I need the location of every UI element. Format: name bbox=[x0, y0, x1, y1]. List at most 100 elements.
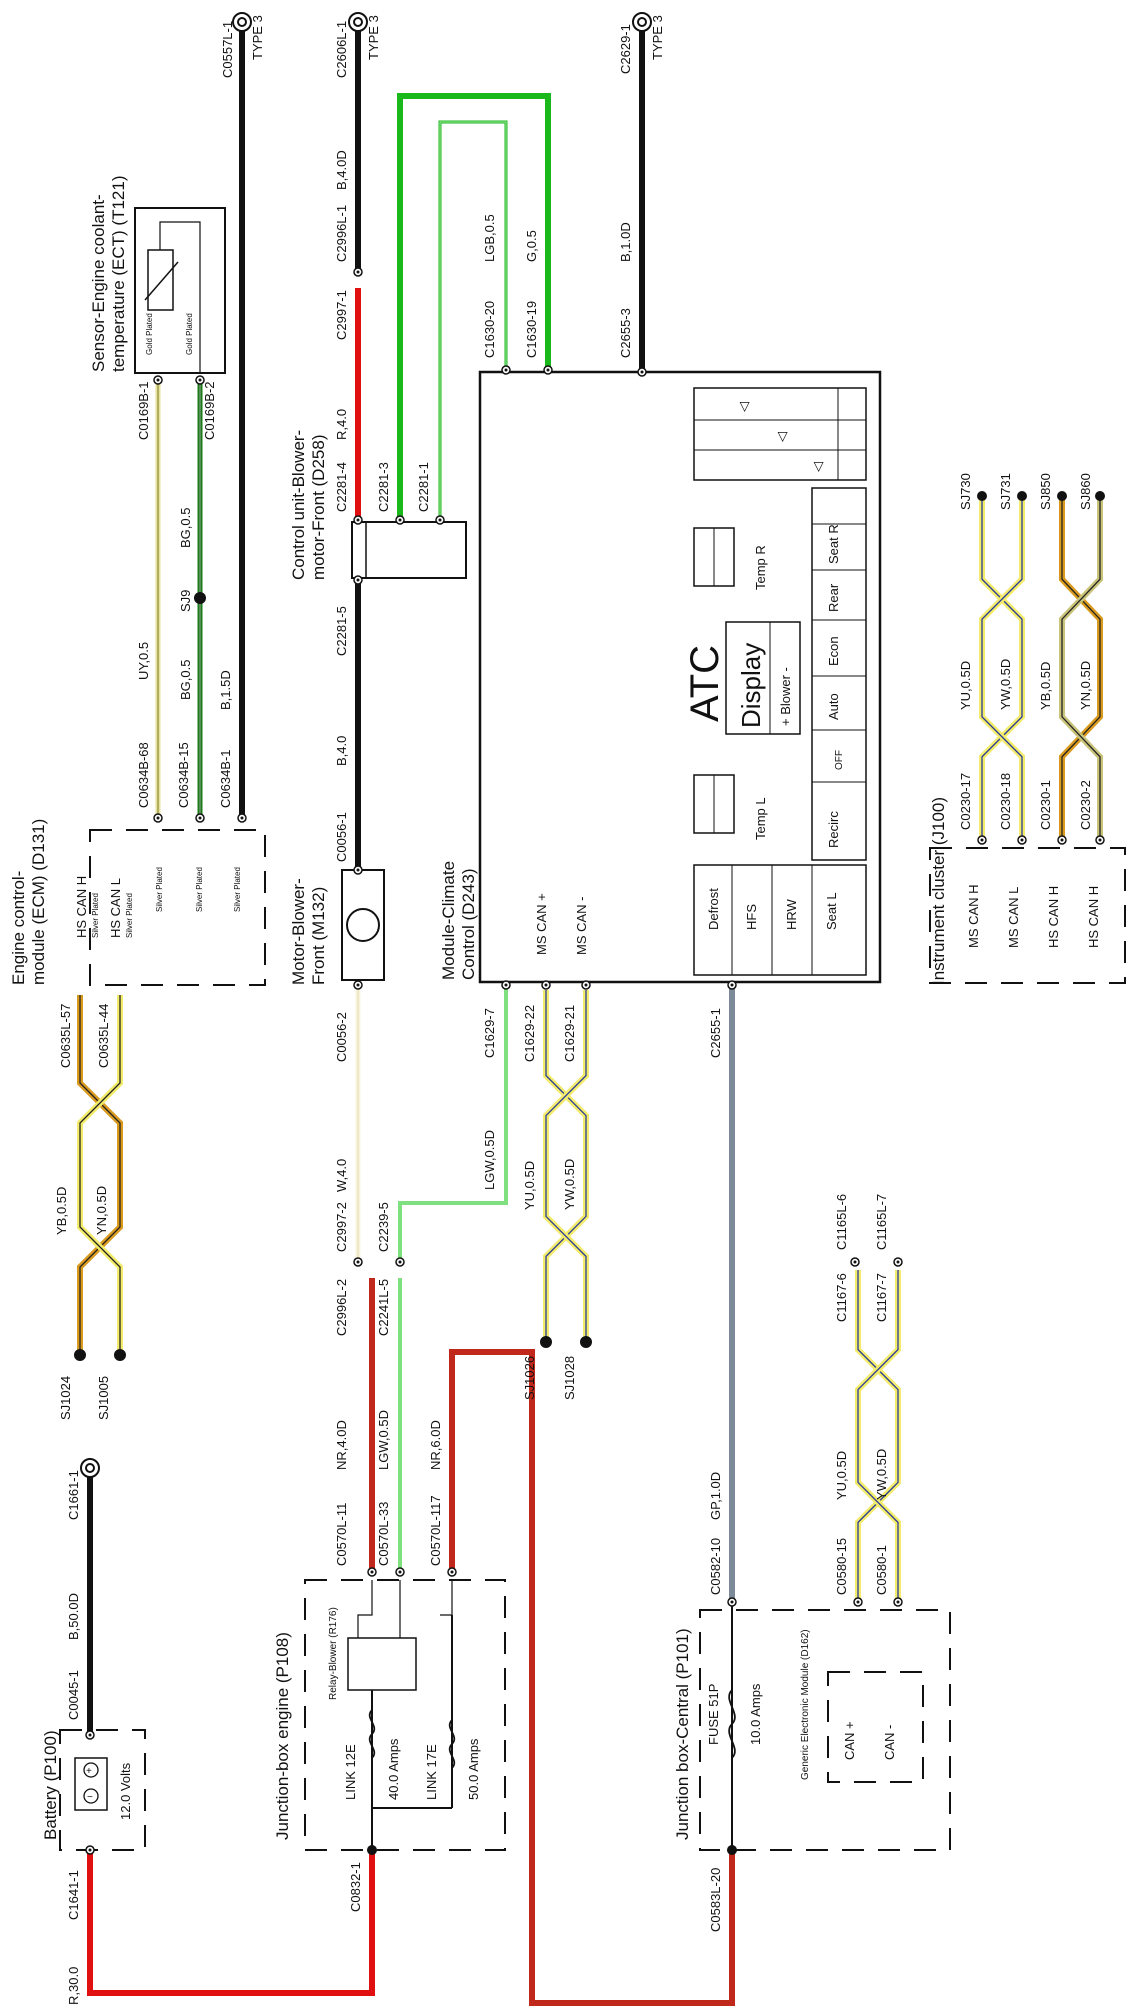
ecm-plated-a: Silver Plated bbox=[91, 893, 100, 938]
ms-yw-label: YW,0.5D bbox=[562, 1159, 577, 1210]
gem-yw-label: YW,0.5D bbox=[874, 1449, 889, 1500]
svg-text:◁: ◁ bbox=[736, 402, 751, 412]
button-hrw: HRW bbox=[784, 898, 799, 930]
nr60-label: NR,6.0D bbox=[428, 1420, 443, 1470]
atc-left-buttons bbox=[693, 864, 867, 976]
temp-r-label: Temp R bbox=[753, 545, 768, 590]
sj730-label: SJ730 bbox=[958, 473, 973, 510]
ecm-can-h: HS CAN H bbox=[74, 876, 89, 938]
ground-c2629-icon bbox=[632, 12, 652, 32]
ground-c2606l-type: TYPE 3 bbox=[366, 15, 381, 60]
twist-ms-can-a-stripe bbox=[545, 990, 587, 1342]
ect-pin2: C0169B-2 bbox=[202, 381, 217, 440]
labels: C0557L-1 TYPE 3 C2606L-1 TYPE 3 C2629-1 … bbox=[9, 15, 1093, 2005]
wire-bg-label-1: BG,0.5 bbox=[178, 508, 193, 548]
ecm-plated-b: Silver Plated bbox=[125, 893, 134, 938]
ecm-plated-1: Silver Plated bbox=[155, 867, 164, 912]
gem-can-minus: CAN - bbox=[882, 1725, 897, 1760]
ground-c2629-label: C2629-1 bbox=[618, 24, 633, 74]
jb-engine-pin-c: C0570L-117 bbox=[428, 1495, 443, 1566]
atc-pin-bot2: C1629-22 bbox=[522, 1005, 537, 1062]
cluster-pin2: C0230-18 bbox=[998, 773, 1013, 830]
motor-pin-bot: C0056-2 bbox=[334, 1012, 349, 1062]
nr40-label: NR,4.0D bbox=[334, 1420, 349, 1470]
battery-wire-out: B,50.0D bbox=[66, 1593, 81, 1640]
atc-bottom-buttons bbox=[811, 487, 867, 861]
cu-title-b: motor-Front (D258) bbox=[309, 435, 328, 580]
display-label: Display bbox=[736, 643, 766, 728]
lgb-label: LGB,0.5 bbox=[482, 214, 497, 262]
battery-ground-label: C1661-1 bbox=[66, 1470, 81, 1520]
cluster-title: Instrument cluster (J100) bbox=[929, 797, 948, 985]
cl-yu-label: YU,0.5D bbox=[958, 661, 973, 710]
jb-engine-title: Junction-box engine (P108) bbox=[273, 1632, 292, 1840]
twist-gem-can-a-stripe bbox=[857, 1270, 899, 1602]
sj1024-label: SJ1024 bbox=[58, 1376, 73, 1420]
cluster-pin4: C0230-2 bbox=[1078, 780, 1093, 830]
c1165-7-label: C1165L-7 bbox=[874, 1194, 889, 1250]
sj850-label: SJ850 bbox=[1038, 473, 1053, 510]
ecm-can-pin2: C0635L-44 bbox=[96, 1004, 111, 1068]
battery-wire-in: R,30.0 bbox=[66, 1967, 81, 2005]
button-auto: Auto bbox=[826, 693, 841, 720]
relay-label: Relay-Blower (R176) bbox=[328, 1607, 339, 1700]
cluster-box bbox=[929, 847, 1126, 984]
jb-central-pin-in: C0583L-20 bbox=[708, 1868, 723, 1932]
ms-can-plus-label: MS CAN + bbox=[534, 893, 549, 955]
fuse-51p-label: FUSE 51P bbox=[706, 1684, 721, 1745]
jb-engine-pin-in: C0832-1 bbox=[348, 1862, 363, 1912]
atc-title-a: Module-Climate bbox=[439, 861, 458, 980]
atc-pin-bot3: C1629-21 bbox=[562, 1005, 577, 1062]
ecm-title-a: Engine control- bbox=[9, 871, 28, 985]
atc-display bbox=[725, 621, 801, 735]
button-seat-l: Seat L bbox=[824, 892, 839, 930]
wire-lgw-atc bbox=[398, 985, 508, 1262]
ms-yu-label: YU,0.5D bbox=[522, 1161, 537, 1210]
button-hfs: HFS bbox=[744, 904, 759, 930]
cu-title-a: Control unit-Blower- bbox=[289, 430, 308, 580]
cluster-hs-can-h: HS CAN H bbox=[1046, 886, 1061, 948]
wire-battery-red bbox=[87, 1850, 375, 1996]
cluster-pin1: C0230-17 bbox=[958, 773, 973, 830]
c2996-2-label: C2996L-2 bbox=[334, 1279, 349, 1336]
ground-c0557l-icon bbox=[232, 12, 252, 32]
ecm-pin1: C0634B-68 bbox=[136, 742, 151, 808]
jb-engine-pin-b: C0570L-33 bbox=[376, 1502, 391, 1566]
jb-central-title: Junction box-Central (P101) bbox=[673, 1628, 692, 1840]
lgw2-label: LGW,0.5D bbox=[376, 1410, 391, 1470]
b10d-label: B,1.0D bbox=[618, 222, 633, 262]
twist-ecm-can-a-stripe bbox=[79, 995, 121, 1355]
ecm-box bbox=[89, 829, 266, 986]
battery-box bbox=[59, 1729, 146, 1851]
ms-can-minus-label: MS CAN - bbox=[574, 897, 589, 956]
ect-plated-2: Gold Plated bbox=[185, 313, 194, 355]
svg-text:−: − bbox=[87, 1792, 93, 1803]
c2997-1-label: C2997-1 bbox=[334, 290, 349, 340]
button-econ: Econ bbox=[826, 636, 841, 666]
ecm-plated-3: Silver Plated bbox=[233, 867, 242, 912]
control-unit-box bbox=[351, 521, 467, 579]
sj1005-label: SJ1005 bbox=[96, 1376, 111, 1420]
battery-pin-in: C1641-1 bbox=[66, 1870, 81, 1920]
atc-pin-bot4: C2655-1 bbox=[708, 1008, 723, 1058]
jb-central-box bbox=[699, 1609, 951, 1851]
jb-central-pin-out: C0582-10 bbox=[708, 1538, 723, 1595]
button-defrost: Defrost bbox=[706, 888, 721, 930]
atc-pin-bot1: C1629-7 bbox=[482, 1008, 497, 1058]
cluster-pin3: C0230-1 bbox=[1038, 780, 1053, 830]
button-off: OFF bbox=[834, 750, 845, 770]
sj1026-label: SJ1026 bbox=[522, 1356, 537, 1400]
battery-pin-out: C0045-1 bbox=[66, 1670, 81, 1720]
svg-text:◁: ◁ bbox=[774, 432, 789, 442]
gem-box bbox=[827, 1671, 924, 1783]
twist-cluster-ms-a-stripe bbox=[981, 496, 1023, 840]
battery-title: Battery (P100) bbox=[41, 1730, 60, 1840]
c1167-6-label: C1167-6 bbox=[834, 1273, 849, 1322]
ect-title-b: temperature (ECT) (T121) bbox=[109, 176, 128, 373]
b40d-label: B,4.0D bbox=[334, 150, 349, 190]
button-seat-r: Seat R bbox=[826, 524, 841, 564]
motor-icon bbox=[346, 908, 380, 942]
ect-pin1: C0169B-1 bbox=[136, 381, 151, 440]
twist-gem-can-b-stripe bbox=[857, 1270, 899, 1602]
